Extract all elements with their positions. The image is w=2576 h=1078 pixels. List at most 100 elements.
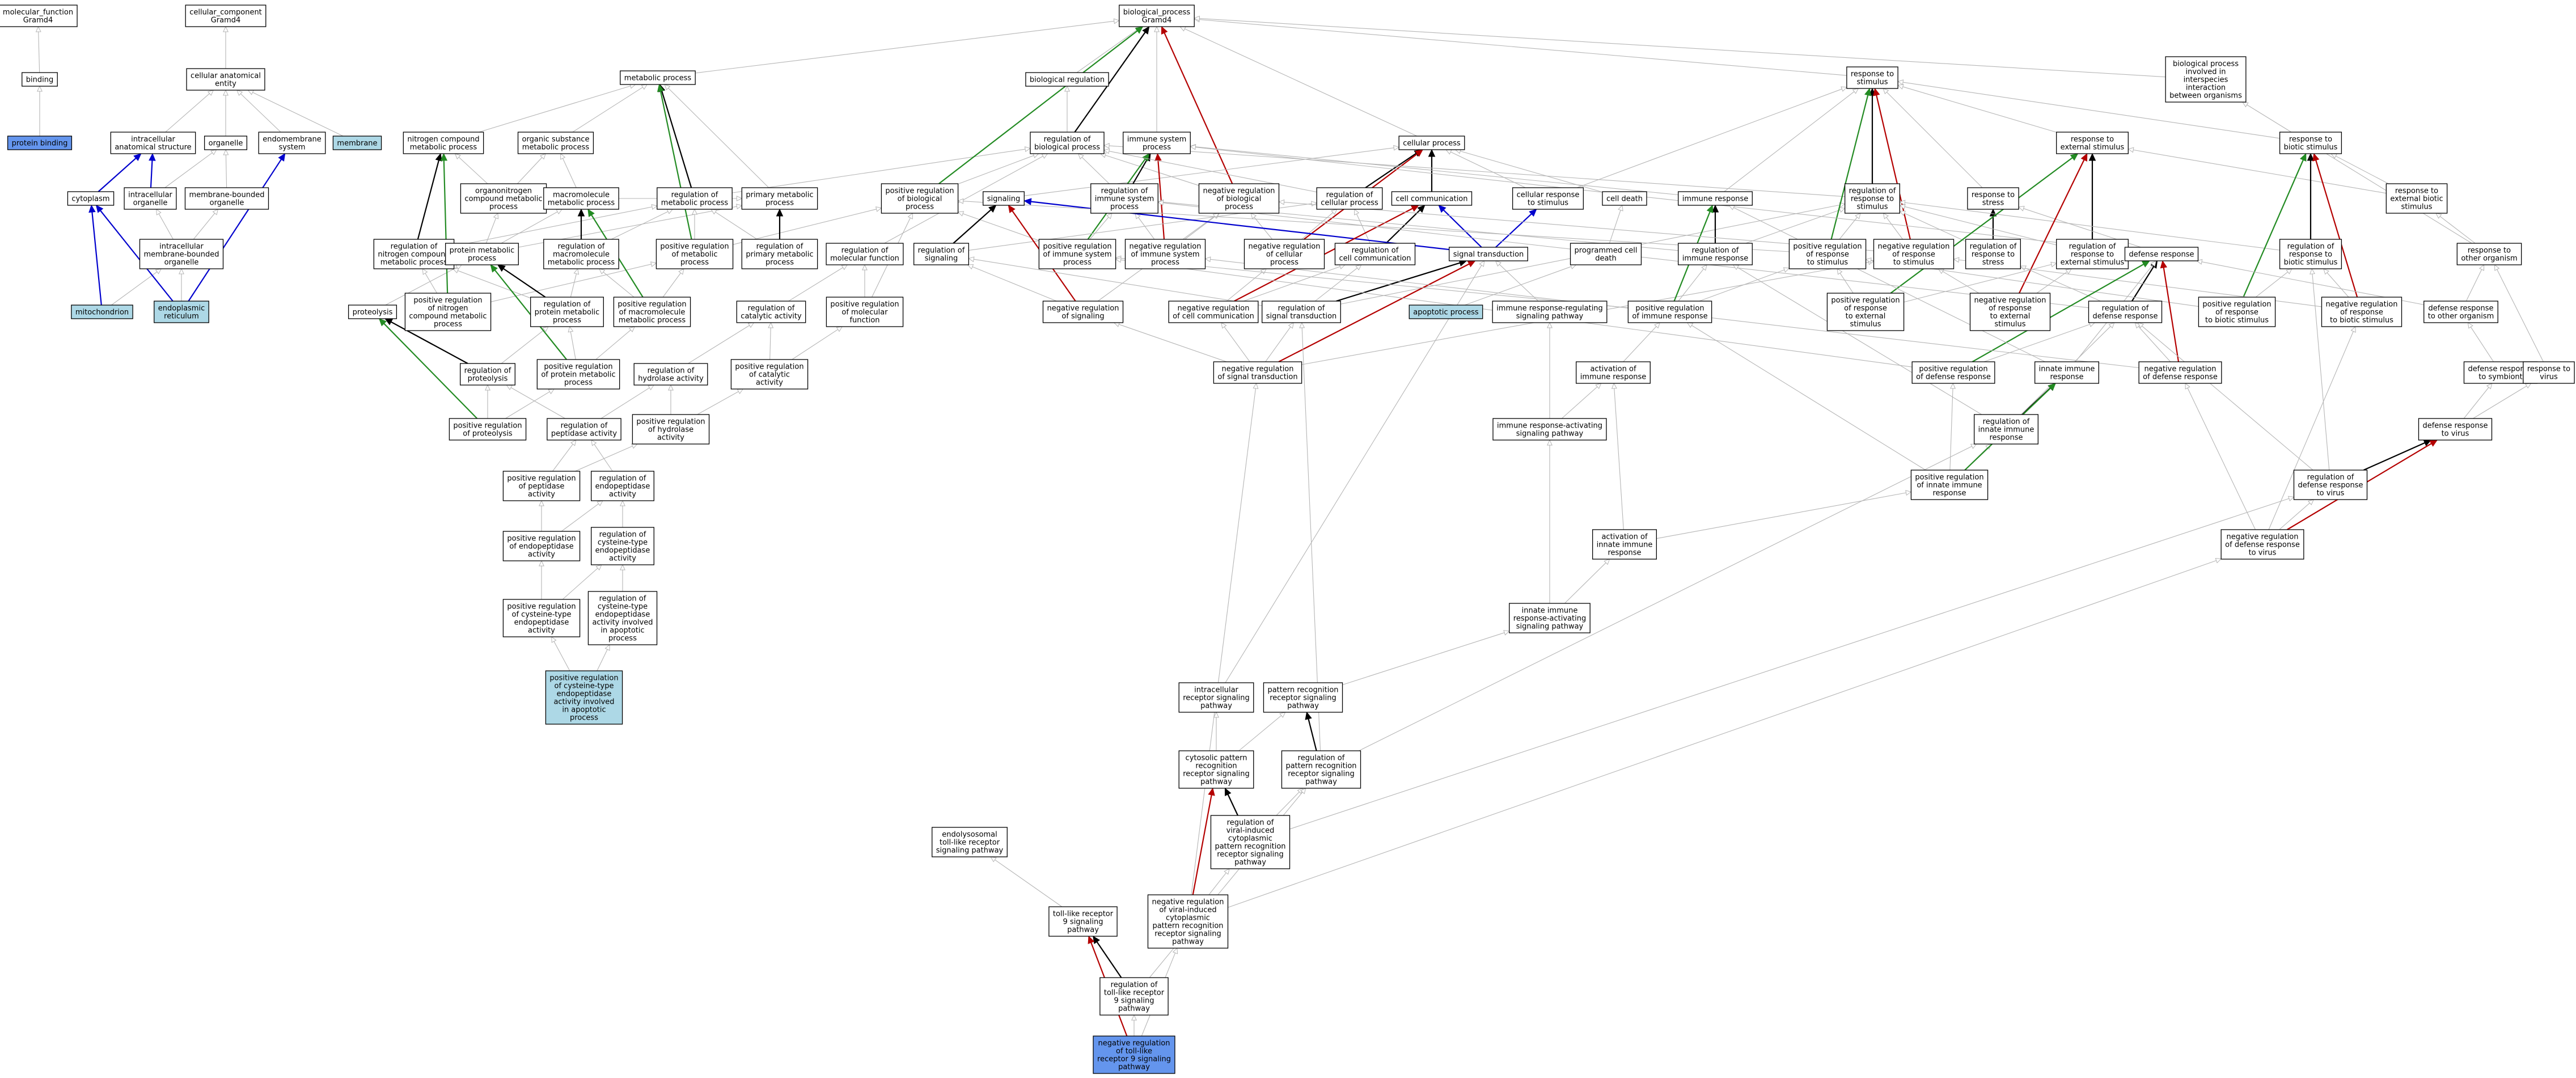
go-term-node-organelle[interactable]: organelle [204, 136, 248, 150]
go-term-node-proteolysis[interactable]: proteolysis [348, 305, 397, 319]
go-term-node-reg-cys-apop[interactable]: regulation ofcysteine-typeendopeptidasea… [587, 591, 658, 645]
go-term-node-cellular-process[interactable]: cellular process [1398, 136, 1465, 150]
go-term-node-membrane[interactable]: membrane [332, 136, 382, 150]
go-term-node-immune-resp[interactable]: immune response [1678, 191, 1753, 206]
go-term-node-cytoplasm[interactable]: cytoplasm [67, 191, 115, 206]
go-term-node-cell-comm[interactable]: cell communication [1391, 191, 1473, 206]
go-term-node-apoptotic[interactable]: apoptotic process [1408, 305, 1483, 319]
go-term-node-bio-reg[interactable]: biological regulation [1025, 72, 1109, 87]
go-term-node-reg-cys[interactable]: regulation ofcysteine-typeendopeptidasea… [591, 527, 654, 565]
go-term-node-signaling[interactable]: signaling [983, 191, 1025, 206]
go-term-node-mito[interactable]: mitochondrion [71, 305, 133, 319]
go-term-node-metabolic[interactable]: metabolic process [620, 70, 696, 85]
go-term-node-binding[interactable]: binding [22, 72, 58, 87]
go-term-node-defense[interactable]: defense response [2124, 247, 2199, 261]
